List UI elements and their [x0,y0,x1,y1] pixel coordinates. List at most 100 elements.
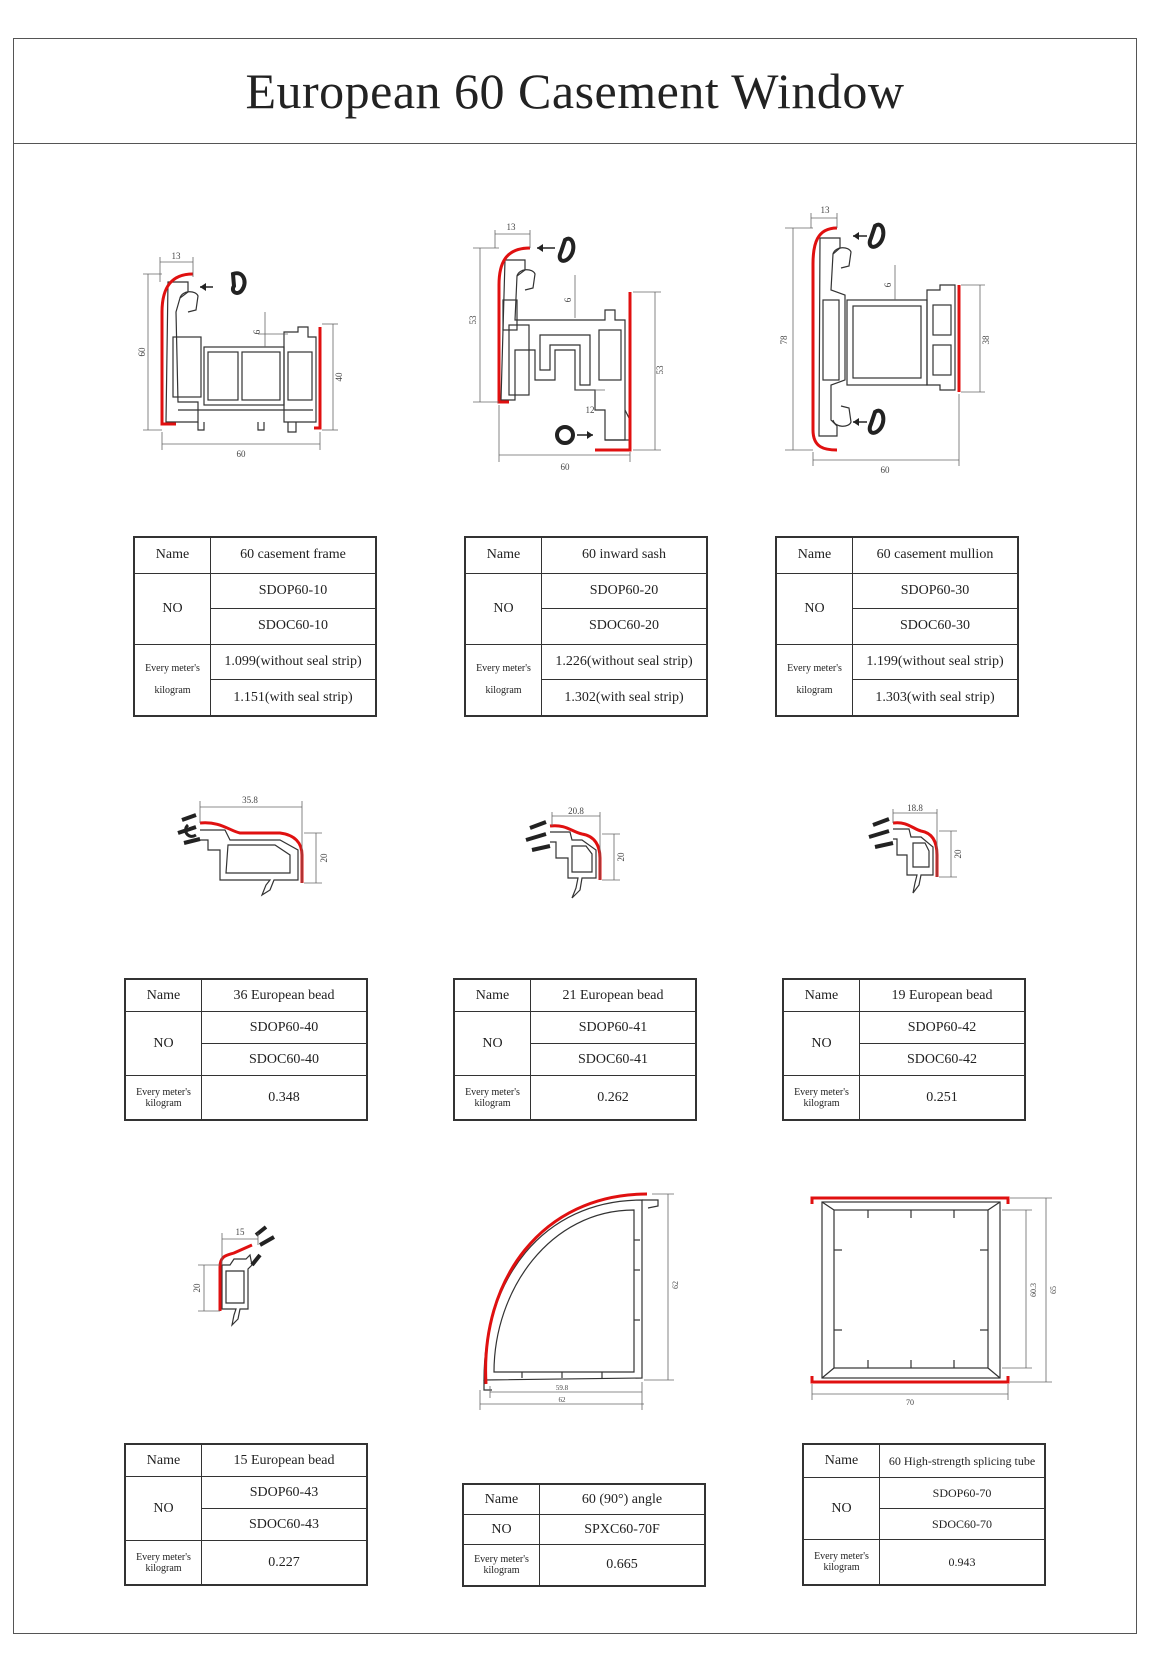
weight-with-seal: 1.302(with seal strip) [541,679,708,717]
title-bar: European 60 Casement Window [14,39,1136,144]
bead-15-drawing: 15 20 [192,1225,275,1327]
code-p: SDOP60-42 [859,1011,1026,1045]
weight-value: 0.943 [879,1539,1046,1586]
profile-name: 60 (90°) angle [539,1483,706,1516]
code-p: SDOP60-41 [530,1011,697,1045]
casement-mullion-drawing: 13 78 60 38 6 [779,205,991,475]
name-label: Name [133,536,211,574]
dim-inner: 60.3 [1029,1283,1038,1297]
spec-table-inward-sash: Name 60 inward sash NO SDOP60-20 SDOC60-… [464,536,708,717]
no-label: NO [124,1476,202,1542]
dim-bottom: 62 [559,1396,567,1404]
dim-bottom: 60 [881,465,891,475]
spec-table-splicing-tube: Name 60 High-strength splicing tube NO S… [802,1443,1046,1586]
no-label: NO [782,1011,860,1077]
dim-left: 53 [468,315,478,325]
name-label: Name [775,536,853,574]
dim-notch: 12 [586,405,595,415]
name-label: Name [453,978,531,1013]
inward-sash-drawing: 13 53 53 60 6 12 [468,222,665,472]
dim-right: 20 [319,853,329,863]
dim-inner: 6 [563,297,573,302]
profile-name: 60 inward sash [541,536,708,574]
no-label: NO [453,1011,531,1077]
dim-top: 13 [172,251,182,261]
dim-right: 38 [981,335,991,345]
dim-right: 20 [953,849,963,859]
page-title: European 60 Casement Window [245,63,905,119]
dim-bottom: 60 [561,462,571,472]
spec-table-angle-90: Name 60 (90°) angle NO SPXC60-70F Every … [462,1483,706,1587]
code-p: SDOP60-30 [852,572,1019,610]
splicing-tube-drawing: 60.3 65 70 [810,1196,1058,1407]
dim-top: 35.8 [242,795,258,805]
weight-without-seal: 1.099(without seal strip) [210,643,377,681]
dim-bottom-inner: 59.8 [556,1384,569,1392]
profile-name: 36 European bead [201,978,368,1013]
code-c: SDOC60-43 [201,1508,368,1542]
dim-right: 20 [616,852,626,862]
dim-bottom: 60 [237,449,247,459]
dim-right: 53 [655,365,665,375]
weight-with-seal: 1.303(with seal strip) [852,679,1019,717]
profile-name: 19 European bead [859,978,1026,1013]
spec-table-bead-21: Name 21 European bead NO SDOP60-41 SDOC6… [453,978,697,1121]
profile-name: 60 casement mullion [852,536,1019,574]
no-label: NO [462,1514,540,1546]
dim-bottom: 70 [906,1398,914,1407]
dim-right: 62 [671,1281,680,1289]
dim-left: 78 [779,335,789,345]
angle-90-drawing: 62 59.8 62 [479,1192,680,1410]
spec-table-bead-36: Name 36 European bead NO SDOP60-40 SDOC6… [124,978,368,1121]
name-label: Name [802,1443,880,1479]
casement-frame-drawing: 13 60 60 40 6 [137,251,344,459]
dim-right: 40 [334,372,344,382]
no-label: NO [775,572,853,645]
code-c: SDOC60-40 [201,1043,368,1077]
weight-value: 0.665 [539,1544,706,1587]
code-p: SDOP60-40 [201,1011,368,1045]
code: SPXC60-70F [539,1514,706,1546]
dim-right: 65 [1049,1286,1058,1294]
weight-value: 0.348 [201,1075,368,1121]
profile-name: 60 casement frame [210,536,377,574]
dim-inner: 6 [883,282,893,287]
dim-left: 60 [137,347,147,357]
dim-left: 20 [192,1283,202,1293]
page-frame: European 60 Casement Window [13,38,1137,1634]
no-label: NO [124,1011,202,1077]
code-p: SDOP60-10 [210,572,377,610]
spec-table-casement-frame: Name 60 casement frame NO SDOP60-10 SDOC… [133,536,377,717]
dim-top: 13 [821,205,831,215]
bead-36-drawing: 35.8 20 [177,795,329,897]
dim-inner: 6 [252,329,262,334]
code-c: SDOC60-70 [879,1508,1046,1541]
code-c: SDOC60-10 [210,608,377,645]
dim-top: 15 [236,1227,246,1237]
name-label: Name [462,1483,540,1516]
weight-with-seal: 1.151(with seal strip) [210,679,377,717]
dim-top: 20.8 [568,806,584,816]
code-p: SDOP60-70 [879,1477,1046,1510]
profile-name: 15 European bead [201,1443,368,1478]
bead-21-drawing: 20.8 20 [525,806,626,899]
weight-without-seal: 1.226(without seal strip) [541,643,708,681]
code-c: SDOC60-41 [530,1043,697,1077]
profile-name: 60 High-strength splicing tube [879,1443,1046,1479]
weight-without-seal: 1.199(without seal strip) [852,643,1019,681]
no-label: NO [464,572,542,645]
name-label: Name [124,978,202,1013]
dim-top: 18.8 [907,803,923,813]
code-c: SDOC60-20 [541,608,708,645]
weight-value: 0.251 [859,1075,1026,1121]
profile-name: 21 European bead [530,978,697,1013]
spec-table-casement-mullion: Name 60 casement mullion NO SDOP60-30 SD… [775,536,1019,717]
dim-top: 13 [507,222,517,232]
name-label: Name [124,1443,202,1478]
